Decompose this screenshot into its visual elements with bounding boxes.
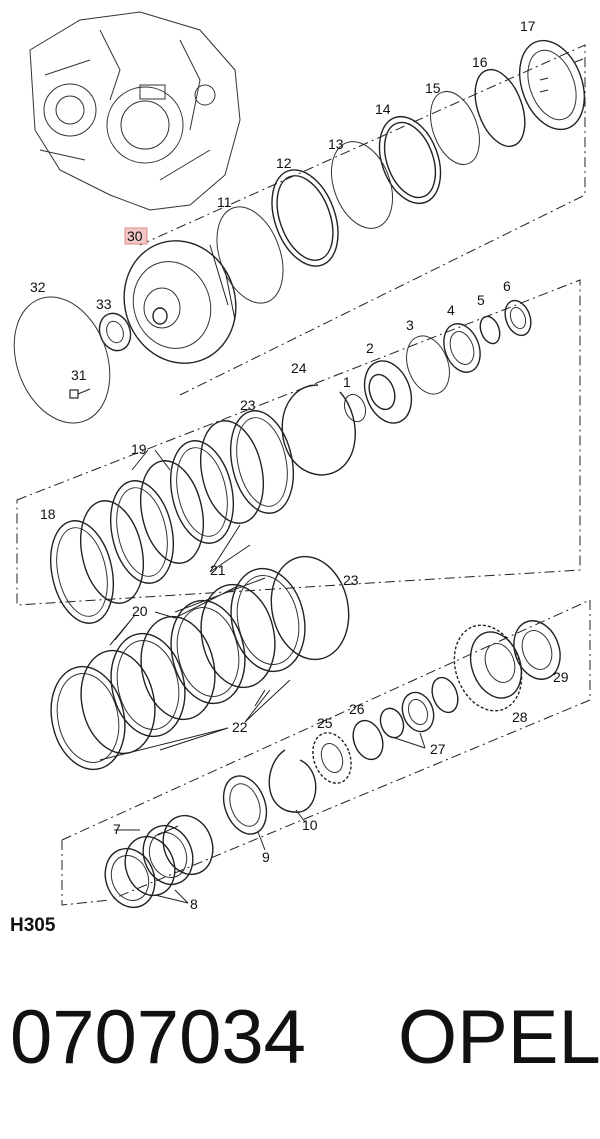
label-26: 26 [349, 701, 365, 717]
highlight-box-30 [124, 227, 148, 245]
label-32: 32 [30, 279, 46, 295]
part-28-gear [453, 624, 523, 712]
label-29: 29 [553, 669, 569, 685]
label-9: 9 [262, 849, 270, 865]
label-27: 27 [430, 741, 446, 757]
label-10: 10 [302, 817, 318, 833]
part-2-hub [363, 360, 413, 424]
diagram-code: H305 [10, 915, 56, 936]
label-33: 33 [96, 296, 112, 312]
part-11-seal [216, 206, 284, 304]
label-18: 18 [40, 506, 56, 522]
part-32-o-ring [13, 296, 111, 424]
part-labels: 1 2 3 4 5 6 7 8 9 10 11 12 13 14 15 16 1… [30, 18, 569, 912]
clutch-pack-upper [50, 410, 294, 624]
part-27-bearings [379, 676, 459, 739]
label-12: 12 [276, 155, 292, 171]
part-number: 0707034 [10, 995, 306, 1080]
label-2: 2 [366, 340, 374, 356]
label-24: 24 [291, 360, 307, 376]
part-13-seal [331, 141, 393, 229]
label-4: 4 [447, 302, 455, 318]
clutch-pack-small [104, 814, 214, 909]
label-14: 14 [375, 101, 391, 117]
label-23b: 23 [343, 572, 359, 588]
label-13: 13 [328, 136, 344, 152]
label-20: 20 [132, 603, 148, 619]
transmission-housing-sketch [29, 11, 241, 211]
part-5-snap-ring [479, 315, 501, 345]
leader-lines [99, 449, 426, 904]
part-15-seal [430, 91, 480, 165]
part-33-washer [98, 312, 132, 352]
label-16: 16 [472, 54, 488, 70]
part-26-washer [352, 719, 384, 761]
label-15: 15 [425, 80, 441, 96]
label-21: 21 [210, 562, 226, 578]
label-25: 25 [317, 715, 333, 731]
part-10-snap-ring [268, 749, 317, 813]
label-3: 3 [406, 317, 414, 333]
part-4-bearing [443, 323, 481, 373]
label-11: 11 [217, 194, 232, 210]
part-9-plate [222, 775, 268, 835]
part-6-washer [504, 299, 532, 337]
boundary-lines [16, 44, 591, 906]
label-6: 6 [503, 278, 511, 294]
label-31: 31 [71, 367, 87, 383]
part-3-washer [406, 335, 450, 395]
label-23a: 23 [240, 397, 256, 413]
label-28: 28 [512, 709, 528, 725]
label-5: 5 [477, 292, 485, 308]
label-30: 30 [127, 228, 143, 244]
label-8: 8 [190, 896, 198, 912]
part-1-washer [343, 393, 367, 423]
part-17-plate [519, 39, 585, 131]
part-12-ring [271, 169, 339, 267]
label-1: 1 [343, 374, 351, 390]
label-19: 19 [131, 441, 147, 457]
label-22: 22 [232, 719, 248, 735]
part-24-snap-ring [281, 384, 356, 476]
part-29-plate [513, 620, 561, 680]
part-31-bolt [69, 388, 91, 399]
part-25-gear [312, 732, 352, 784]
label-7: 7 [113, 821, 121, 837]
part-14-ring [378, 115, 442, 205]
brand-name: OPEL [398, 995, 600, 1080]
part-30-drum [123, 240, 237, 364]
part-16-snap-ring [474, 68, 526, 148]
clutch-pack-lower [50, 555, 350, 771]
label-17: 17 [520, 18, 536, 34]
